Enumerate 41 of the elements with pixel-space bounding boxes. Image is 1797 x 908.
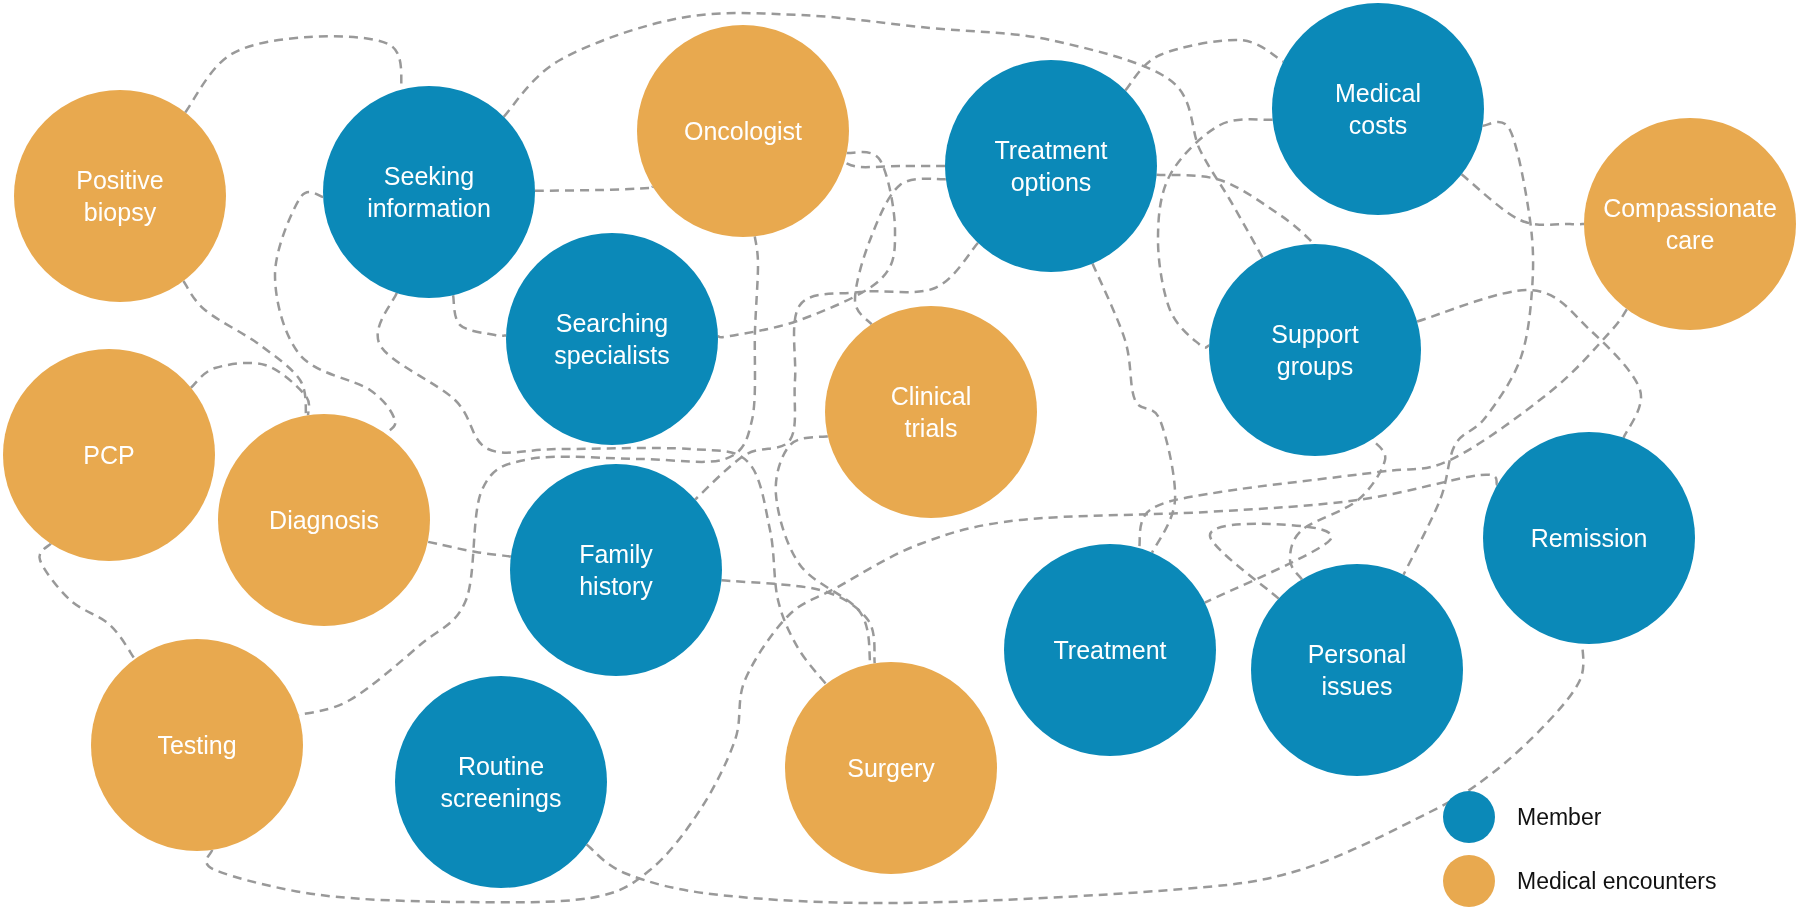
topic-label: Surgery [847,752,935,784]
connector-line [1137,308,1628,549]
topic-label: Diagnosis [269,504,379,536]
topic-label: Oncologist [683,115,803,147]
connector-line [1416,288,1643,439]
connector-line [534,185,655,193]
topic-label: Routine screenings [439,750,563,814]
topic-label: Medical costs [1333,77,1423,141]
connector-line [843,161,945,169]
connector-line [427,540,512,558]
connector-line [182,280,308,416]
topic-label: Compassionate care [1602,192,1778,256]
connector-line [1402,120,1535,576]
topic-label: PCP [83,439,135,471]
connector-line [1156,118,1273,349]
connector-line [853,177,946,326]
topic-label: Support groups [1270,318,1360,382]
connector-line [1091,263,1177,554]
legend-label: Member [1517,803,1602,831]
connector-line [721,579,876,664]
topic-label: Remission [1530,522,1648,554]
topic-label: Personal issues [1306,638,1408,702]
topic-label: Treatment [1053,634,1167,666]
connector-line [38,542,136,660]
topic-label: Treatment options [993,134,1109,198]
connector-line [717,150,897,339]
connector-line [184,35,404,114]
connector-line [694,242,979,501]
topic-label: Searching specialists [553,307,671,371]
topic-label: Positive biopsy [75,164,165,228]
topic-label: Testing [157,729,237,761]
topic-label: Clinical trials [889,380,973,444]
topic-label: Seeking information [366,160,492,224]
topic-label: Family history [578,538,654,602]
connector-line [1460,173,1585,227]
connector-line [502,11,1264,259]
connector-line [190,361,311,416]
connector-line [451,295,507,338]
connector-line [376,292,828,685]
legend-label: Medical encounters [1517,867,1717,895]
connector-line [1204,522,1333,604]
